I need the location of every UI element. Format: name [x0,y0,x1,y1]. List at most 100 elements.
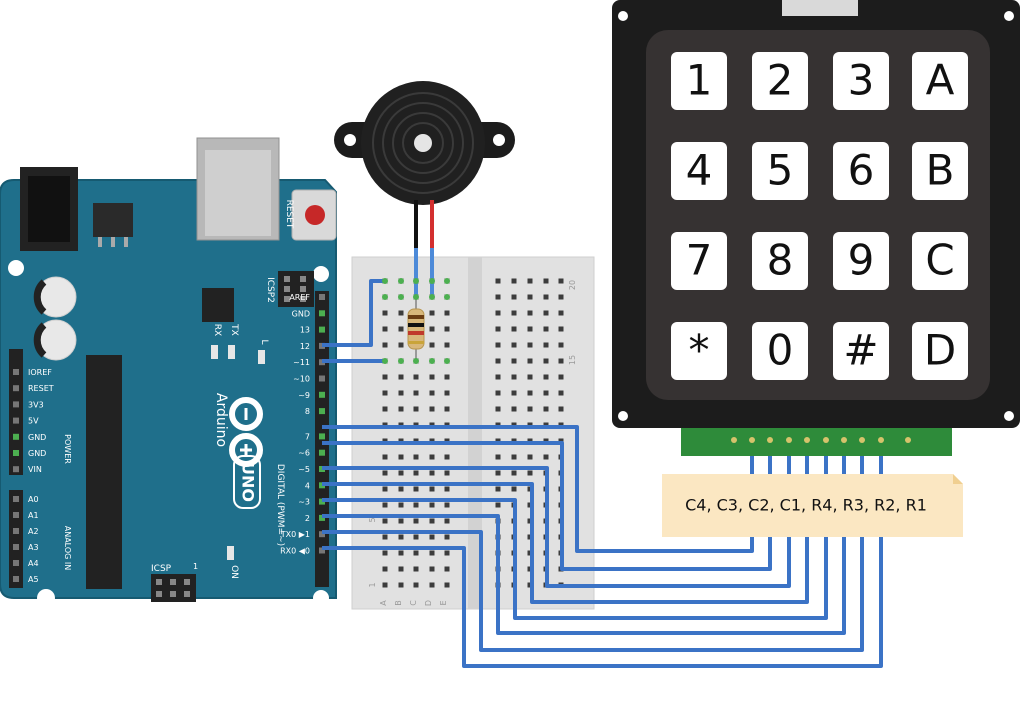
key-face[interactable] [752,232,808,290]
key-face[interactable] [912,322,968,380]
key-face[interactable] [833,232,889,290]
key-face[interactable] [833,52,889,110]
bb-row-number: 5 [368,517,377,522]
breadboard-hole [495,390,501,396]
keypad-key-1[interactable]: 1 [671,52,727,110]
breadboard-hole [413,502,419,508]
breadboard-hole [444,470,450,476]
breadboard-hole [413,470,419,476]
breadboard-hole [527,454,533,460]
breadboard-hole [398,454,404,460]
breadboard-hole [511,470,517,476]
bb-col-letter: D [424,600,433,606]
breadboard-hole [527,358,533,364]
keypad-key-0[interactable]: 0 [752,322,808,380]
breadboard-hole [398,534,404,540]
breadboard-hole [511,310,517,316]
wire-pin-7-c2 [322,440,791,588]
power-pin [13,466,19,473]
keypad-key-C[interactable]: C [912,232,968,290]
breadboard-hole [382,406,388,412]
keypad-key-D[interactable]: D [912,322,968,380]
breadboard-hole [398,550,404,556]
breadboard-hole [398,374,404,380]
l-label: L [259,339,269,344]
key-face[interactable] [671,142,727,200]
keypad-tab [782,0,858,16]
breadboard-hole [382,550,388,556]
wire-pin-3-r2 [322,440,864,652]
power-header [9,349,23,475]
power-pin-label: RESET [28,384,54,393]
keypad-key-7[interactable]: 7 [671,232,727,290]
keypad-key-*[interactable]: * [671,322,727,380]
keypad-key-#[interactable]: # [833,322,889,380]
breadboard-hole [495,406,501,412]
breadboard-hole [382,502,388,508]
bb-col-letter: C [409,600,418,606]
key-face[interactable] [671,52,727,110]
breadboard-hole [382,582,388,588]
keypad-key-4[interactable]: 4 [671,142,727,200]
breadboard-hole [429,310,435,316]
key-label: A [926,56,955,105]
keypad-key-B[interactable]: B [912,142,968,200]
pin-order-text: C4, C3, C2, C1, R4, R3, R2, R1 [685,496,927,515]
digital-pin-label: 4 [305,481,310,490]
keypad-key-3[interactable]: 3 [833,52,889,110]
usb-chip [202,288,234,322]
bb-row-number: 1 [368,582,377,587]
key-face[interactable] [833,142,889,200]
breadboard-hole [444,342,450,348]
power-pin-label: 3V3 [28,400,44,409]
voltage-regulator [93,203,133,237]
breadboard-hole [398,406,404,412]
digital-pin-label: ~3 [298,498,310,507]
digital-pin-label: ~5 [298,465,310,474]
icsp-header [151,574,196,602]
breadboard-hole [429,518,435,524]
keypad-key-2[interactable]: 2 [752,52,808,110]
key-face[interactable] [671,322,727,380]
reset-button-cap[interactable] [305,205,325,225]
breadboard-hole [558,278,564,284]
keypad-key-8[interactable]: 8 [752,232,808,290]
power-pin [13,433,19,440]
key-face[interactable] [752,142,808,200]
key-face[interactable] [912,52,968,110]
power-pin-label: 5V [28,417,39,426]
key-face[interactable] [752,52,808,110]
bb-row-number: 20 [568,280,577,290]
key-face[interactable] [752,322,808,380]
digital-pin [319,310,325,317]
analog-header-pins [13,496,19,582]
breadboard-hole [413,582,419,588]
breadboard-hole [527,310,533,316]
key-face[interactable] [912,142,968,200]
bb-row-number: 15 [568,355,577,365]
breadboard-hole [444,310,450,316]
key-face[interactable] [833,322,889,380]
keypad-key-6[interactable]: 6 [833,142,889,200]
digital-pin-label: 8 [305,407,310,416]
mounting-hole [37,589,55,607]
key-face[interactable] [671,232,727,290]
connected-holes [382,278,450,364]
breadboard-hole [398,486,404,492]
keypad-key-A[interactable]: A [912,52,968,110]
keypad-key-9[interactable]: 9 [833,232,889,290]
breadboard-hole [413,534,419,540]
key-label: 0 [767,326,794,375]
key-label: 4 [686,146,713,195]
breadboard-hole [413,374,419,380]
breadboard-hole [429,470,435,476]
breadboard-hole [444,326,450,332]
breadboard: 20 15 5 1 A B C D E [351,256,595,610]
breadboard-hole [398,470,404,476]
key-face[interactable] [912,232,968,290]
breadboard-hole [527,374,533,380]
breadboard-hole [511,374,517,380]
keypad-key-5[interactable]: 5 [752,142,808,200]
